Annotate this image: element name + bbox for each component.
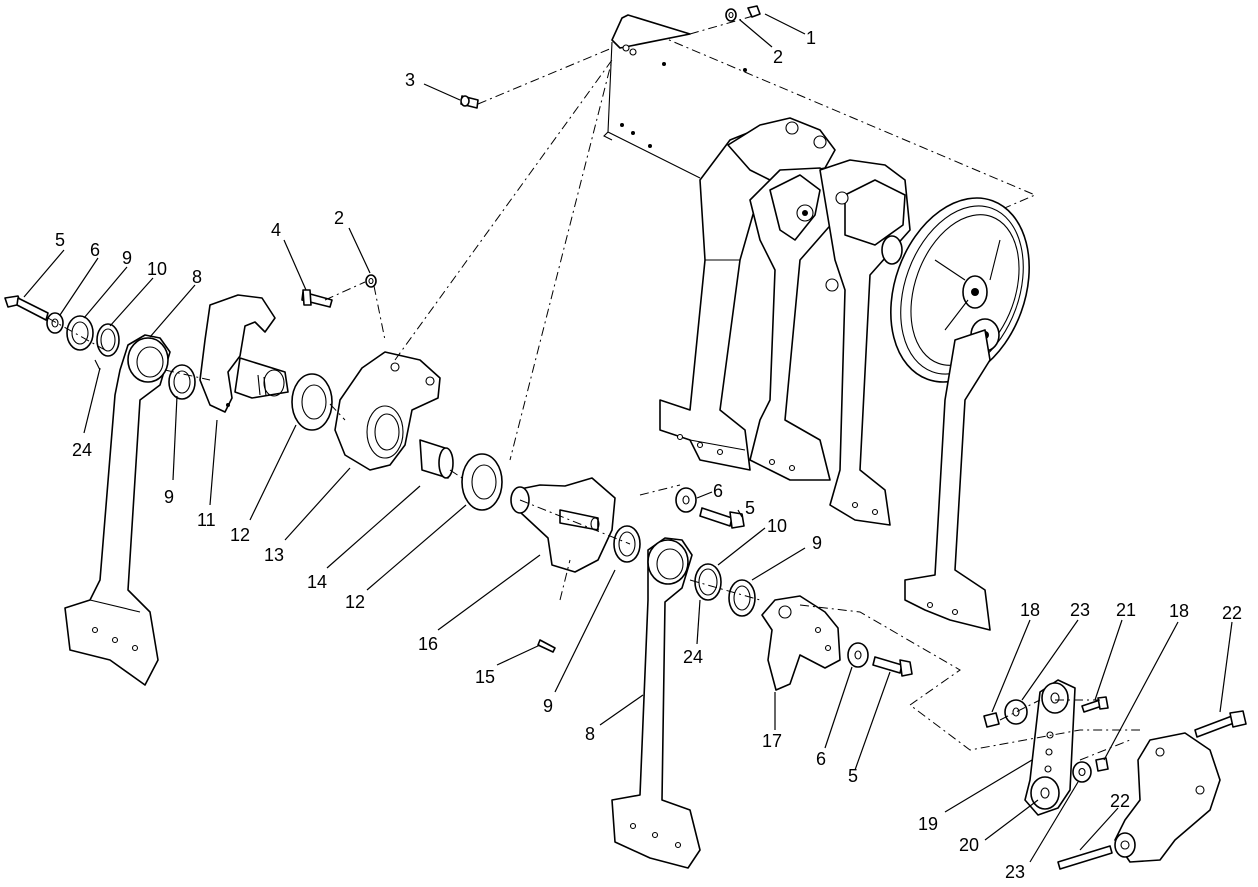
- washer-6-center: [675, 487, 697, 513]
- cam-shaft: [510, 477, 616, 573]
- callout-14: 14: [307, 572, 327, 592]
- callout-5: 5: [745, 498, 755, 518]
- retaining-ring-left: [94, 359, 101, 371]
- bolt-21: [1081, 696, 1109, 713]
- bearing-12-lower: [461, 453, 503, 511]
- bolt-4: [301, 289, 333, 308]
- pivot-housing: [334, 351, 441, 471]
- washer-2-top: [725, 8, 737, 22]
- washer-2-left: [365, 274, 377, 288]
- assembled-lift-arm-2: [749, 167, 841, 481]
- assembled-lift-arm-4: [904, 329, 991, 631]
- bolt-left: [4, 295, 49, 321]
- seal-left: [96, 323, 120, 357]
- callout-labels: 1 2 3 2 4 5 6 9 10 8 24 9 11 12 13 14 12…: [55, 28, 1242, 882]
- bolt-22-lower: [1057, 845, 1113, 870]
- callout-20: 20: [959, 835, 979, 855]
- assembled-pulley: [881, 197, 1030, 383]
- callout-6: 6: [816, 749, 826, 769]
- callout-24: 24: [683, 647, 703, 667]
- callout-18: 18: [1020, 600, 1040, 620]
- lift-arm-center: [611, 537, 701, 869]
- callout-leaders: [23, 13, 1233, 863]
- callout-18: 18: [1169, 601, 1189, 621]
- callout-15: 15: [475, 667, 495, 687]
- callout-9: 9: [122, 248, 132, 268]
- callout-5: 5: [55, 230, 65, 250]
- bearing-9-right: [728, 579, 756, 617]
- mounting-plate: [603, 13, 1037, 211]
- callout-24: 24: [72, 440, 92, 460]
- seal-10-center: [694, 563, 722, 601]
- callout-2: 2: [773, 47, 783, 67]
- callout-3: 3: [405, 70, 415, 90]
- callout-12: 12: [230, 525, 250, 545]
- callout-19: 19: [918, 814, 938, 834]
- bearing-9-left: [168, 364, 196, 400]
- callout-8: 8: [585, 724, 595, 744]
- callout-9: 9: [812, 533, 822, 553]
- bearing-left: [66, 315, 94, 351]
- nut-18-left: [983, 712, 1000, 728]
- bearing-9-center: [613, 525, 641, 563]
- lift-arm-left: [64, 334, 171, 686]
- callout-6: 6: [713, 481, 723, 501]
- spacer-tube: [419, 439, 454, 479]
- callout-22: 22: [1110, 791, 1130, 811]
- callout-12: 12: [345, 592, 365, 612]
- link-plate-19: [1024, 679, 1076, 816]
- callout-6: 6: [90, 240, 100, 260]
- callout-16: 16: [418, 634, 438, 654]
- nut-18-right: [1095, 757, 1109, 772]
- washer-23-upper: [1004, 699, 1028, 725]
- pin-3: [460, 95, 479, 109]
- pin-15: [537, 639, 556, 653]
- bolt-5-right: [872, 656, 913, 677]
- callout-2: 2: [334, 208, 344, 228]
- callout-21: 21: [1116, 600, 1136, 620]
- bolt-5-center: [699, 507, 745, 529]
- callout-10: 10: [147, 259, 167, 279]
- callout-9: 9: [164, 487, 174, 507]
- callout-13: 13: [264, 545, 284, 565]
- callout-22: 22: [1222, 603, 1242, 623]
- crank-lever: [199, 294, 289, 413]
- callout-17: 17: [762, 731, 782, 751]
- callout-23: 23: [1070, 600, 1090, 620]
- cam-bracket: [1114, 732, 1221, 863]
- washer-23-lower: [1072, 761, 1092, 783]
- callout-23: 23: [1005, 862, 1025, 882]
- assembled-cam-1: [727, 117, 836, 181]
- callout-5: 5: [848, 766, 858, 786]
- washer-left: [46, 312, 64, 334]
- bracket-17: [761, 595, 841, 691]
- assembly-guides: [47, 47, 1140, 761]
- callout-11: 11: [197, 510, 216, 530]
- callout-1: 1: [806, 28, 816, 48]
- bolt-22-upper: [1194, 710, 1247, 738]
- callout-10: 10: [767, 516, 787, 536]
- bearing-12-upper: [291, 373, 333, 431]
- washer-6-right: [847, 642, 869, 668]
- callout-9: 9: [543, 696, 553, 716]
- nut-1: [747, 5, 761, 18]
- callout-4: 4: [271, 220, 281, 240]
- callout-8: 8: [192, 267, 202, 287]
